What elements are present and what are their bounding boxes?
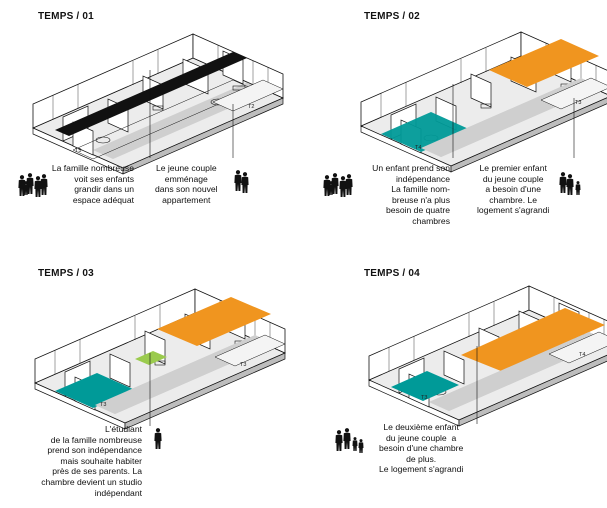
axonometric-plan: T2 T5 <box>18 33 284 197</box>
axonometric-plan: T3 T3 <box>34 288 286 449</box>
panel-temps-03: TEMPS / 03 T3 T3 L'étudiant de la famill… <box>0 258 290 498</box>
couple-with-child-icon <box>559 172 581 195</box>
panel-temps-04: TEMPS / 04 T4 T3 Le deuxième enfant du j… <box>317 258 607 498</box>
caption-left: La famille nombreuse voit ses enfants gr… <box>51 163 134 205</box>
unit-tag: T3 <box>100 402 106 408</box>
panel-title: TEMPS / 03 <box>38 268 94 279</box>
panel-title: TEMPS / 04 <box>364 268 420 279</box>
unit-tag: T4 <box>415 145 421 151</box>
family-silhouette-icon <box>323 173 353 197</box>
caption-left: L'étudiant de la famille nombreuse prend… <box>41 424 142 498</box>
axonometric-plan: T4 T3 <box>335 285 607 453</box>
unit-tag: T3 <box>240 362 246 368</box>
couple-silhouette-icon <box>234 170 249 193</box>
caption-left: Un enfant prend son indépendance La fami… <box>372 163 450 226</box>
caption-right: Le premier enfant du jeune couple a beso… <box>477 163 550 216</box>
person-silhouette-icon <box>154 428 162 449</box>
panel-title: TEMPS / 01 <box>38 11 94 22</box>
couple-with-two-children-icon <box>335 428 364 453</box>
unit-tag: T4 <box>579 352 585 358</box>
caption-right: Le deuxième enfant du jeune couple a bes… <box>379 422 464 475</box>
unit-tag: T3 <box>421 395 427 401</box>
unit-tag: T5 <box>75 148 81 154</box>
unit-tag: T2 <box>248 104 254 110</box>
panel-temps-01: TEMPS / 01 T2 T5 La famille nombreuse vo… <box>0 0 290 240</box>
family-silhouette-icon <box>18 173 48 197</box>
panel-title: TEMPS / 02 <box>364 11 420 22</box>
caption-right: Le jeune couple emménage dans son nouvel… <box>155 163 218 205</box>
unit-tag: T3 <box>575 100 581 106</box>
panel-temps-02: TEMPS / 02 T3 T4 Un enfant prend son ind… <box>317 0 607 240</box>
axonometric-plan: T3 T4 <box>323 31 607 197</box>
